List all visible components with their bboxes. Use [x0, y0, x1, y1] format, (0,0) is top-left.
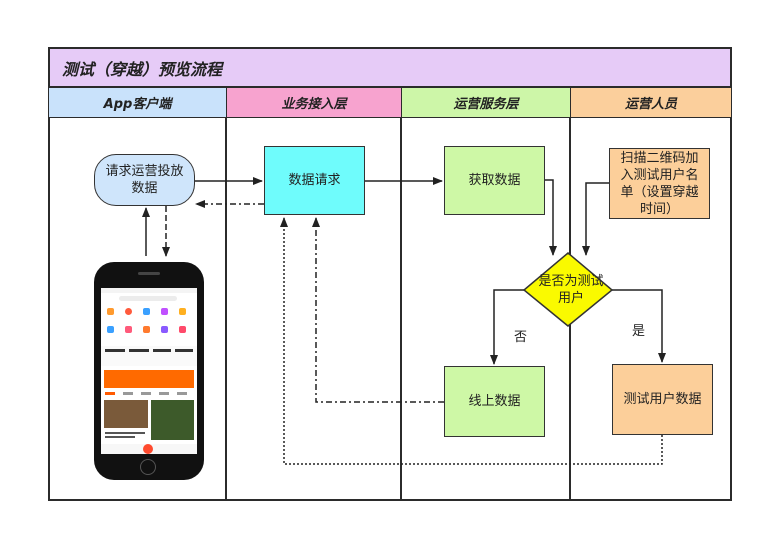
node-client-request: 请求运营投放数据: [94, 154, 195, 206]
screen-tab-row: [101, 391, 197, 397]
lane-header-app-client: App客户端: [48, 87, 227, 118]
screen-feed-image: [151, 400, 194, 440]
node-get-data: 获取数据: [444, 146, 545, 215]
phone-screen: [101, 288, 197, 454]
app-icon: [143, 308, 150, 315]
edge-label-yes: 是: [632, 324, 646, 339]
app-icon: [179, 326, 186, 333]
phone-speaker: [138, 272, 160, 275]
node-test-user-data: 测试用户数据: [612, 364, 713, 435]
screen-banner: [104, 370, 194, 388]
app-icon: [161, 326, 168, 333]
app-icon: [161, 308, 168, 315]
app-icon: [107, 326, 114, 333]
lane-divider: [400, 118, 402, 501]
screen-status-bar: [101, 288, 197, 293]
lane-divider: [225, 118, 227, 501]
screen-search-bar: [101, 295, 197, 302]
edge-label-no: 否: [514, 330, 528, 345]
app-icon: [179, 308, 186, 315]
lane-header-ops-staff: 运营人员: [570, 87, 732, 118]
lane-header-ops-service: 运营服务层: [401, 87, 571, 118]
app-icon: [143, 326, 150, 333]
diagram-title: 测试（穿越）预览流程: [48, 47, 732, 88]
screen-promo-row: [101, 346, 197, 366]
lane-divider: [569, 118, 571, 501]
app-icon: [125, 308, 132, 315]
app-icon: [125, 326, 132, 333]
screen-feed-image: [104, 400, 148, 428]
node-scan-qr: 扫描二维码加入测试用户名单（设置穿越时间）: [609, 148, 710, 219]
decision-label: 是否为测试用户: [538, 274, 604, 306]
lane-header-business-access: 业务接入层: [226, 87, 402, 118]
node-online-data: 线上数据: [444, 366, 545, 437]
node-data-request: 数据请求: [264, 146, 365, 215]
phone-home-button: [140, 459, 156, 475]
phone-mockup: [94, 262, 204, 480]
screen-feed-text: [101, 431, 197, 439]
app-icon: [107, 308, 114, 315]
screen-bottom-nav: [101, 444, 197, 454]
